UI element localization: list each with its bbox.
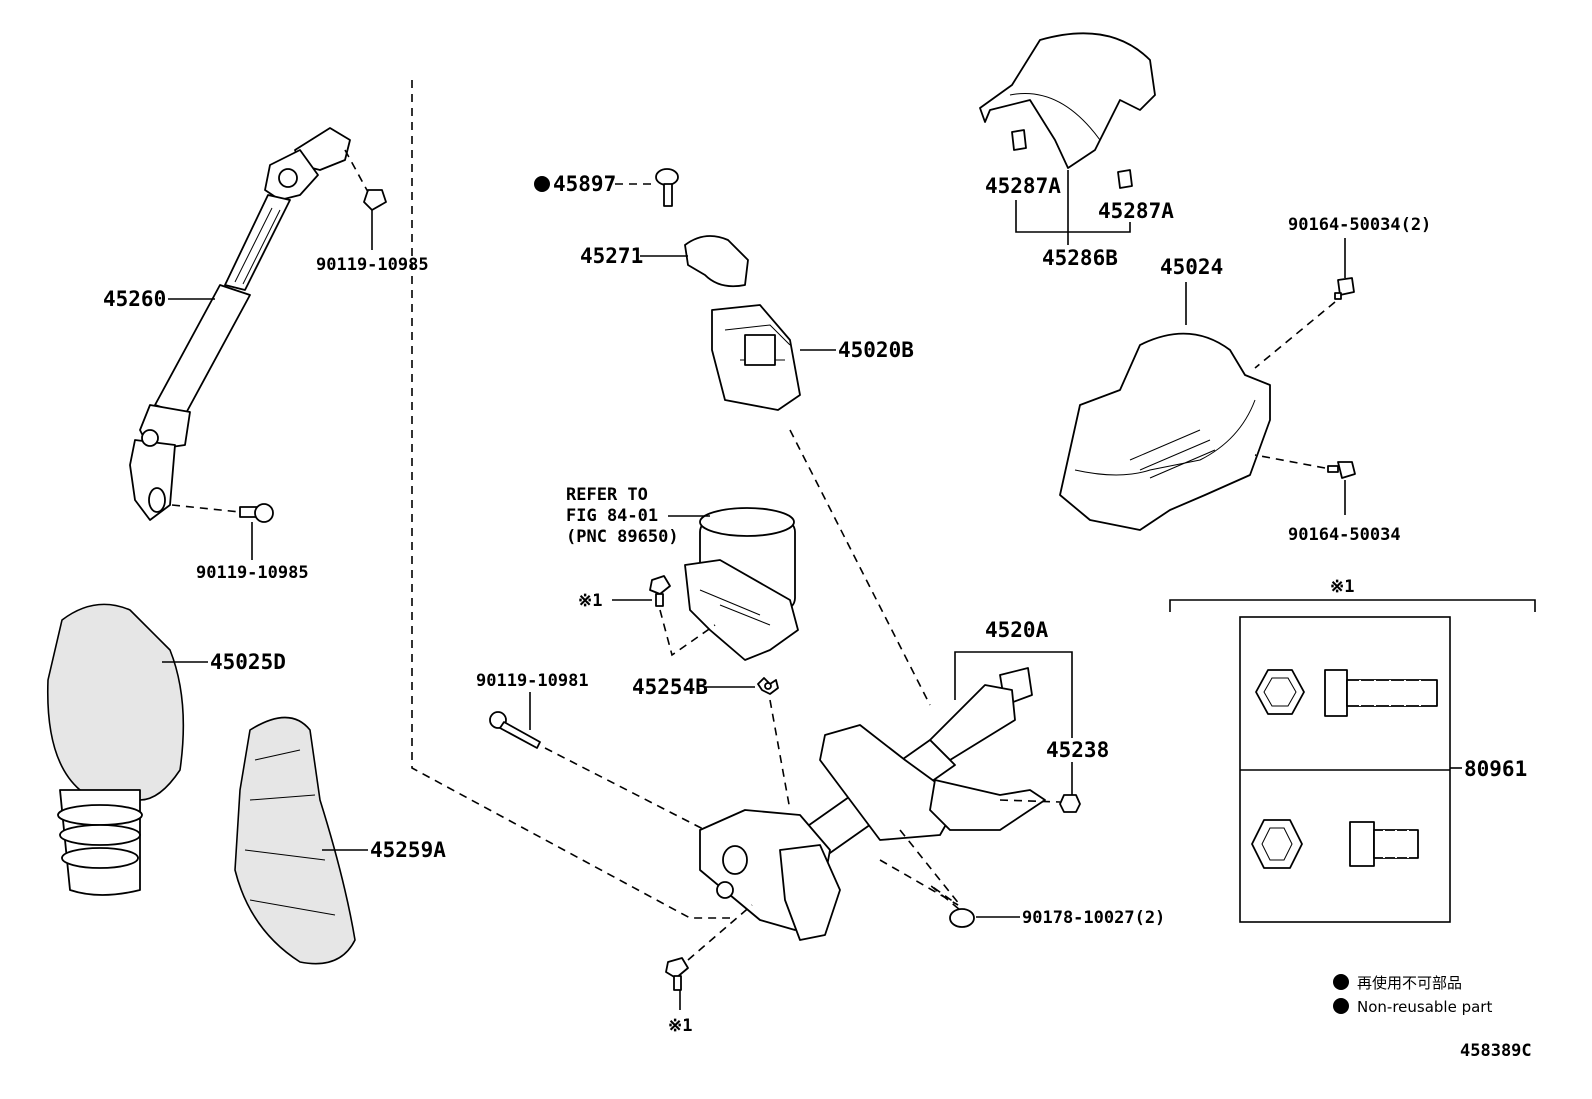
- cover-45259A: [234, 716, 356, 965]
- legend-jp: 再使用不可部品: [1357, 974, 1462, 992]
- steering-column-4520A: [699, 667, 1046, 941]
- label-4520A: 4520A: [985, 618, 1049, 642]
- bolt-90119-10985-bottom: [239, 503, 274, 560]
- nut-45238: [1059, 794, 1081, 813]
- label-45271: 45271: [580, 244, 643, 268]
- label-45238: 45238: [1046, 738, 1109, 762]
- label-45287A-right: 45287A: [1098, 199, 1174, 223]
- legend: 再使用不可部品 Non-reusable part: [1333, 974, 1492, 1016]
- label-45025D: 45025D: [210, 650, 286, 674]
- bolt-long-80961: [1255, 669, 1438, 717]
- label-45259A: 45259A: [370, 838, 446, 862]
- label-90119-10985-bottom: 90119-10985: [196, 563, 309, 583]
- non-reusable-dot-45897: [534, 176, 550, 192]
- label-90164-50034-2: 90164-50034(2): [1288, 215, 1431, 235]
- bracket-mark1-kit: [1169, 599, 1536, 612]
- bracket-45271: [684, 235, 749, 288]
- label-45260: 45260: [103, 287, 166, 311]
- label-90164-50034: 90164-50034: [1288, 525, 1401, 545]
- label-mark1-a: ※1: [578, 591, 602, 611]
- label-90119-10985-top: 90119-10985: [316, 255, 429, 275]
- label-45286B: 45286B: [1042, 246, 1118, 270]
- screw-90164-50034-top: [1334, 277, 1355, 300]
- legend-en: Non-reusable part: [1357, 998, 1492, 1016]
- label-mark1-c: ※1: [668, 1016, 692, 1036]
- label-45897: 45897: [553, 172, 616, 196]
- lower-cover-45024: [1059, 332, 1271, 531]
- bolt-90119-10985-top: [363, 189, 387, 250]
- legend-dot-en: [1333, 998, 1349, 1014]
- label-45024: 45024: [1160, 255, 1223, 279]
- bracket-45287A: [1015, 200, 1131, 233]
- bracket-4520A: [954, 651, 1073, 738]
- figure-id: 458389C: [1460, 1041, 1532, 1061]
- washer-45254B: [757, 677, 779, 695]
- nut-90178-10027: [949, 908, 975, 928]
- label-90178-10027: 90178-10027(2): [1022, 908, 1165, 928]
- label-45254B: 45254B: [632, 675, 708, 699]
- dashed-assembly-line-left: [411, 80, 730, 919]
- upper-cover-45286B: [979, 32, 1156, 169]
- refer-line-1: REFER TO: [566, 485, 648, 505]
- label-mark1-b: ※1: [1330, 577, 1354, 597]
- assist-motor-ref-84-01: [684, 507, 799, 661]
- label-90119-10981: 90119-10981: [476, 671, 589, 691]
- label-80961: 80961: [1464, 757, 1527, 781]
- switch-45020B: [711, 304, 801, 411]
- bolt-mark1-motor: [649, 575, 671, 607]
- screw-45897: [655, 168, 679, 207]
- intermediate-shaft-45260: [129, 127, 351, 521]
- label-45287A-left: 45287A: [985, 174, 1061, 198]
- clip-45287A-right: [1117, 169, 1133, 189]
- bolt-mark1-bottom: [665, 957, 689, 991]
- legend-dot-jp: [1333, 974, 1349, 990]
- screw-90164-50034-bottom: [1327, 461, 1356, 479]
- label-45020B: 45020B: [838, 338, 914, 362]
- refer-line-3: (PNC 89650): [566, 527, 679, 547]
- boot-45025D: [46, 603, 185, 896]
- bolt-short-80961: [1251, 819, 1419, 869]
- clip-45287A-left: [1011, 129, 1027, 151]
- refer-line-2: FIG 84-01: [566, 506, 658, 526]
- bolt-90119-10981: [489, 692, 541, 749]
